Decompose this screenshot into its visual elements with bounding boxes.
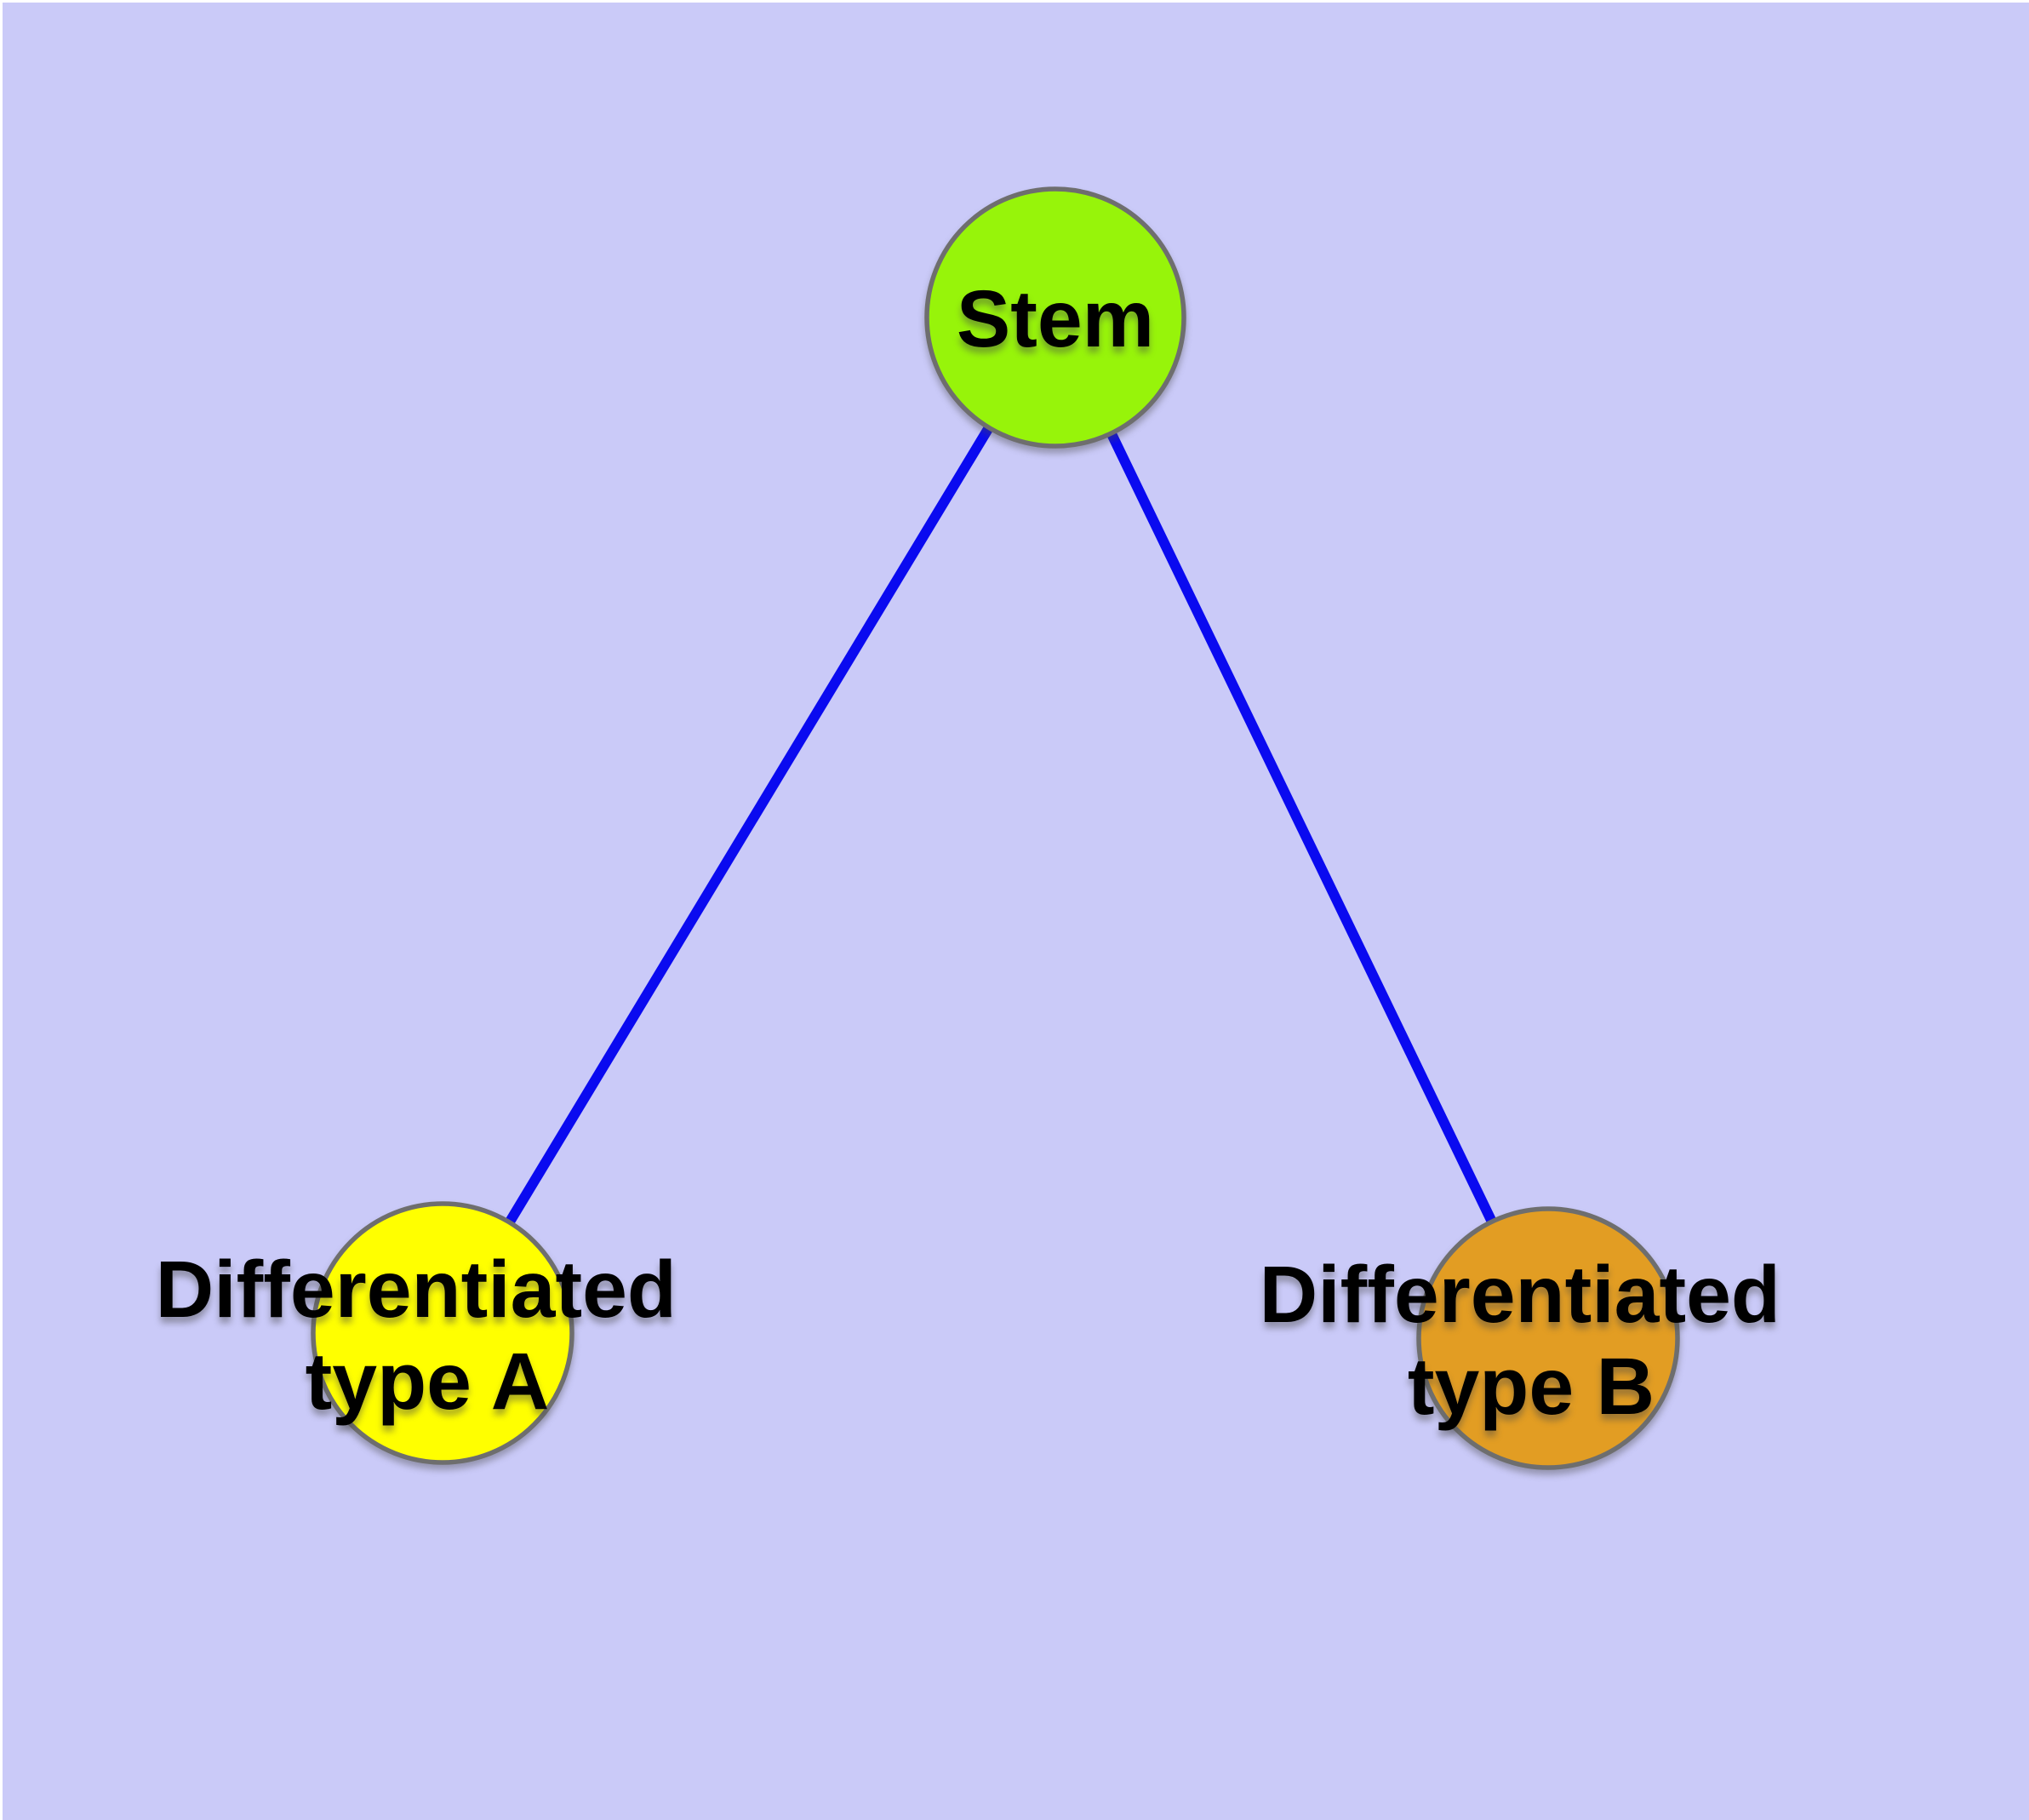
edge-stem-to-type-a (437, 314, 1060, 1336)
node-differentiated-type-a-label: Differentiated type A (156, 1245, 700, 1427)
node-differentiated-type-b (1416, 1206, 1680, 1470)
node-stem (924, 186, 1186, 449)
node-stem-label: Stem (957, 274, 1154, 364)
node-type-a-label-line2: type A (306, 1336, 550, 1427)
node-type-a-label-line1: Differentiated (156, 1245, 677, 1335)
node-type-b-label-line1: Differentiated (1260, 1250, 1780, 1340)
node-differentiated-type-a (311, 1201, 574, 1465)
node-type-b-label-line2: type B (1408, 1342, 1655, 1432)
edge-stem-to-type-b (1050, 315, 1553, 1341)
node-differentiated-type-b-label: Differentiated type B (1260, 1250, 1803, 1432)
